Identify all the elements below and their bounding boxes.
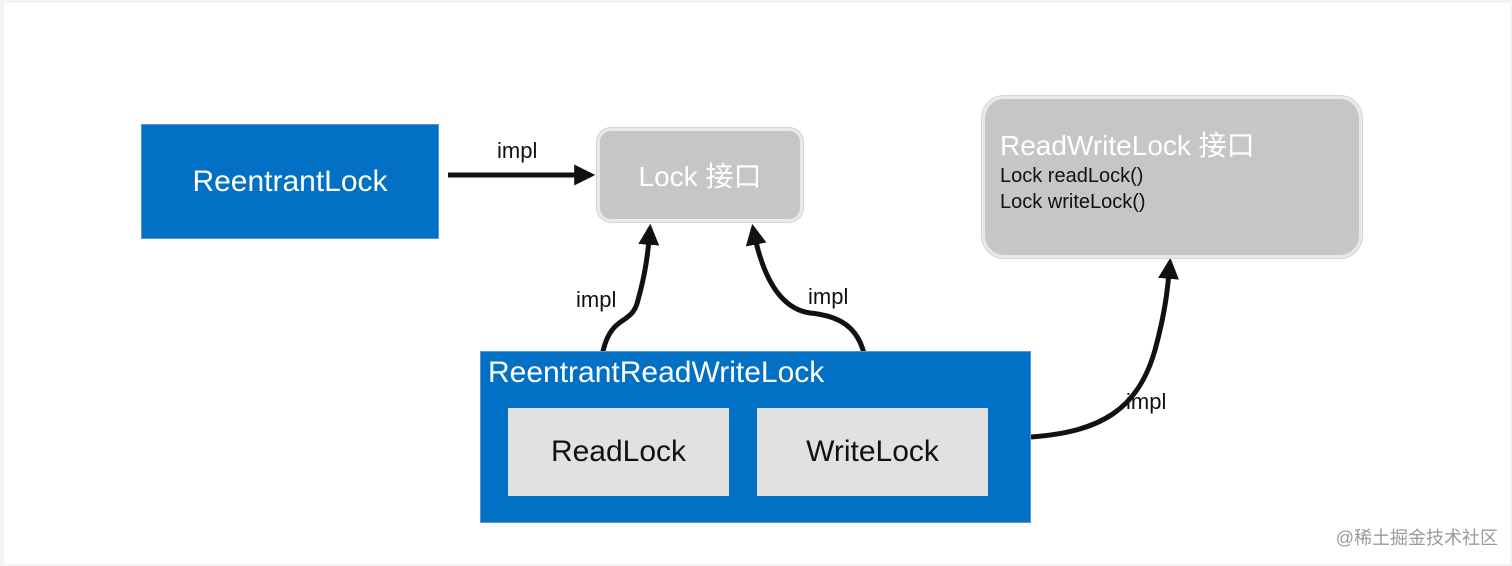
reentrant-lock-label: ReentrantLock [192,164,388,198]
watermark: @稀土掘金技术社区 [1335,528,1498,548]
read-lock-method: Lock readLock() [1000,165,1144,187]
write-lock-label: WriteLock [806,435,939,468]
read-lock-node: ReadLock [508,408,729,496]
reentrant-lock-node: ReentrantLock [141,124,439,239]
lock-interface-label: Lock 接口 [638,161,762,192]
read-write-lock-interface-title: ReadWriteLock 接口 [1000,130,1255,161]
edge-label-rrwl-rwlock: impl [1126,389,1167,414]
read-lock-label: ReadLock [550,435,687,468]
edge-label-writelock-lock: impl [808,284,849,309]
edge-label-reentrantlock-lock: impl [497,138,538,163]
reentrant-read-write-lock-node: ReentrantReadWriteLock ReadLock WriteLoc… [480,351,1031,523]
write-lock-method: Lock writeLock() [1000,191,1146,213]
reentrant-read-write-lock-title: ReentrantReadWriteLock [488,356,825,389]
read-write-lock-interface-node: ReadWriteLock 接口 Lock readLock() Lock wr… [982,96,1362,258]
lock-interface-node: Lock 接口 [597,128,803,222]
edge-label-readlock-lock: impl [576,287,617,312]
write-lock-node: WriteLock [757,408,988,496]
